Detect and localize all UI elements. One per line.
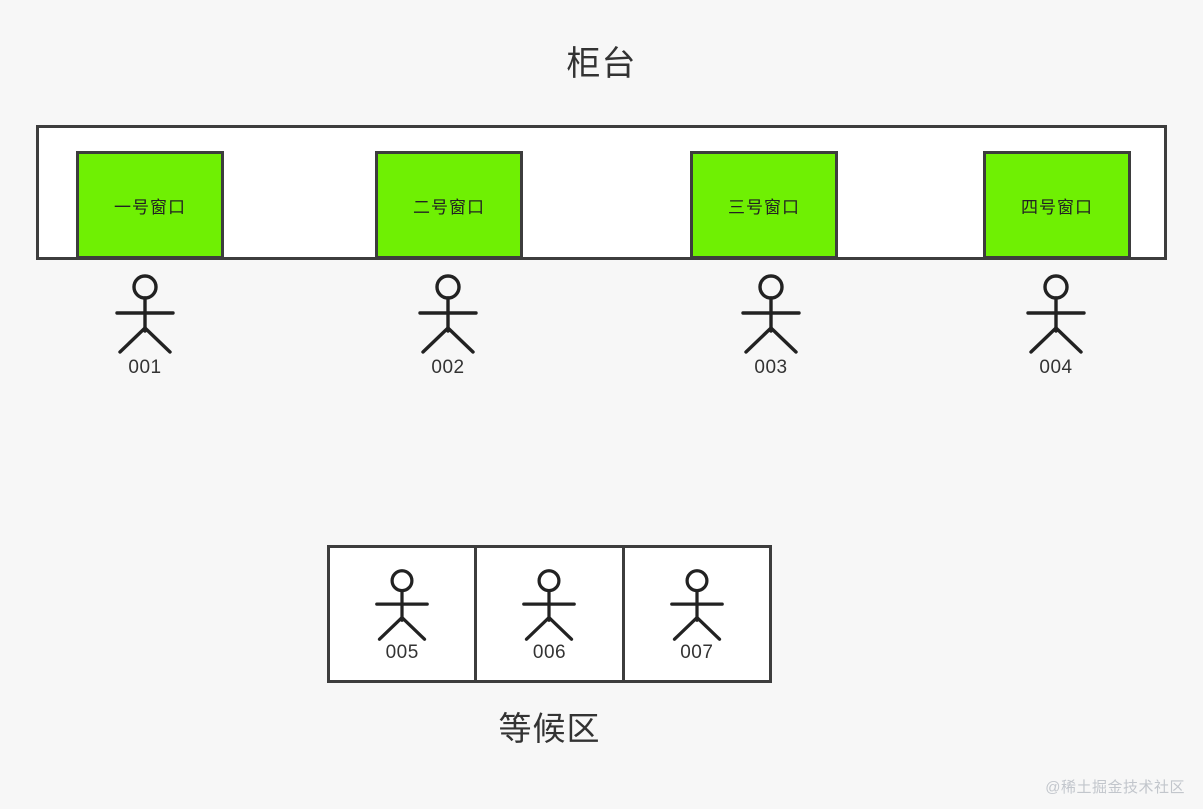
watermark: @稀土掘金技术社区	[1045, 779, 1185, 796]
service-window-1[interactable]: 一号窗口	[76, 151, 224, 259]
person-stick-figure-icon	[741, 274, 801, 354]
service-window-4-label: 四号窗口	[1021, 197, 1093, 217]
service-window-2-label: 二号窗口	[413, 197, 485, 217]
counter-bar: 一号窗口 二号窗口 三号窗口 四号窗口	[36, 125, 1167, 260]
service-window-3[interactable]: 三号窗口	[690, 151, 838, 259]
person-stick-figure-icon	[522, 568, 577, 641]
waiting-area: 005 006 007	[327, 545, 772, 683]
person-stick-figure-icon	[418, 274, 478, 354]
waiting-person-007[interactable]: 007	[625, 548, 769, 680]
service-window-4[interactable]: 四号窗口	[983, 151, 1131, 259]
waiting-person-006[interactable]: 006	[477, 548, 625, 680]
person-stick-figure-icon	[115, 274, 175, 354]
waiting-person-005[interactable]: 005	[330, 548, 478, 680]
waiting-person-005-label: 005	[385, 641, 419, 663]
served-person-004[interactable]: 004	[1008, 274, 1104, 380]
served-person-002-label: 002	[431, 357, 465, 378]
person-stick-figure-icon	[375, 568, 429, 641]
service-window-3-label: 三号窗口	[728, 197, 800, 217]
waiting-area-caption: 等候区	[498, 710, 601, 747]
person-stick-figure-icon	[669, 568, 724, 641]
person-stick-figure-icon	[1026, 274, 1086, 354]
served-person-002[interactable]: 002	[400, 274, 496, 380]
served-person-001[interactable]: 001	[97, 274, 193, 380]
page-title: 柜台	[566, 45, 637, 83]
served-person-004-label: 004	[1039, 357, 1073, 378]
served-person-001-label: 001	[128, 357, 162, 378]
waiting-person-007-label: 007	[680, 641, 714, 663]
waiting-person-006-label: 006	[532, 641, 567, 663]
service-window-1-label: 一号窗口	[114, 197, 186, 217]
served-person-003-label: 003	[754, 357, 788, 378]
served-person-003[interactable]: 003	[723, 274, 819, 380]
service-window-2[interactable]: 二号窗口	[375, 151, 523, 259]
